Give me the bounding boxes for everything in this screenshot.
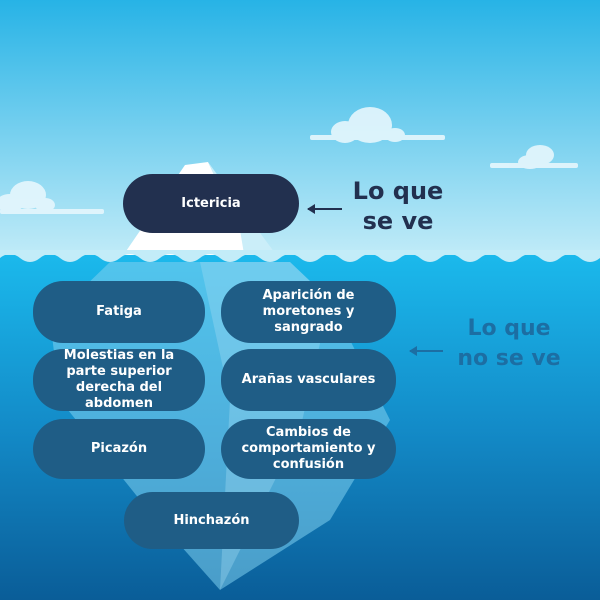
visible-label-line: se ve (362, 207, 434, 235)
visible-symptom-ictericia: Ictericia (123, 174, 299, 233)
arrow-left-icon (409, 346, 443, 356)
cloud (0, 181, 104, 214)
cloud (490, 145, 578, 169)
hidden-label-line: no se ve (457, 346, 561, 371)
hidden-symptom-fatiga: Fatiga (33, 281, 205, 343)
hidden-symptom-aranas-vasculares: Arañas vasculares (221, 349, 396, 411)
sky (0, 0, 600, 260)
hidden-label-line: Lo que (467, 316, 551, 341)
hidden-label: Lo que no se ve (455, 314, 563, 374)
hidden-symptom-moretones: Aparición de moretones y sangrado (221, 281, 396, 343)
visible-label: Lo que se ve (350, 176, 446, 236)
iceberg-underwater (50, 262, 390, 590)
hidden-symptom-hinchazon: Hinchazón (124, 492, 299, 549)
hidden-symptom-cambios-comportamiento: Cambios de comportamiento y confusión (221, 419, 396, 479)
visible-label-line: Lo que (352, 177, 444, 205)
cloud (310, 107, 445, 143)
hidden-symptom-picazon: Picazón (33, 419, 205, 479)
arrow-left-icon (307, 204, 342, 214)
hidden-symptom-molestias-abdomen: Molestias en la parte superior derecha d… (33, 348, 205, 411)
